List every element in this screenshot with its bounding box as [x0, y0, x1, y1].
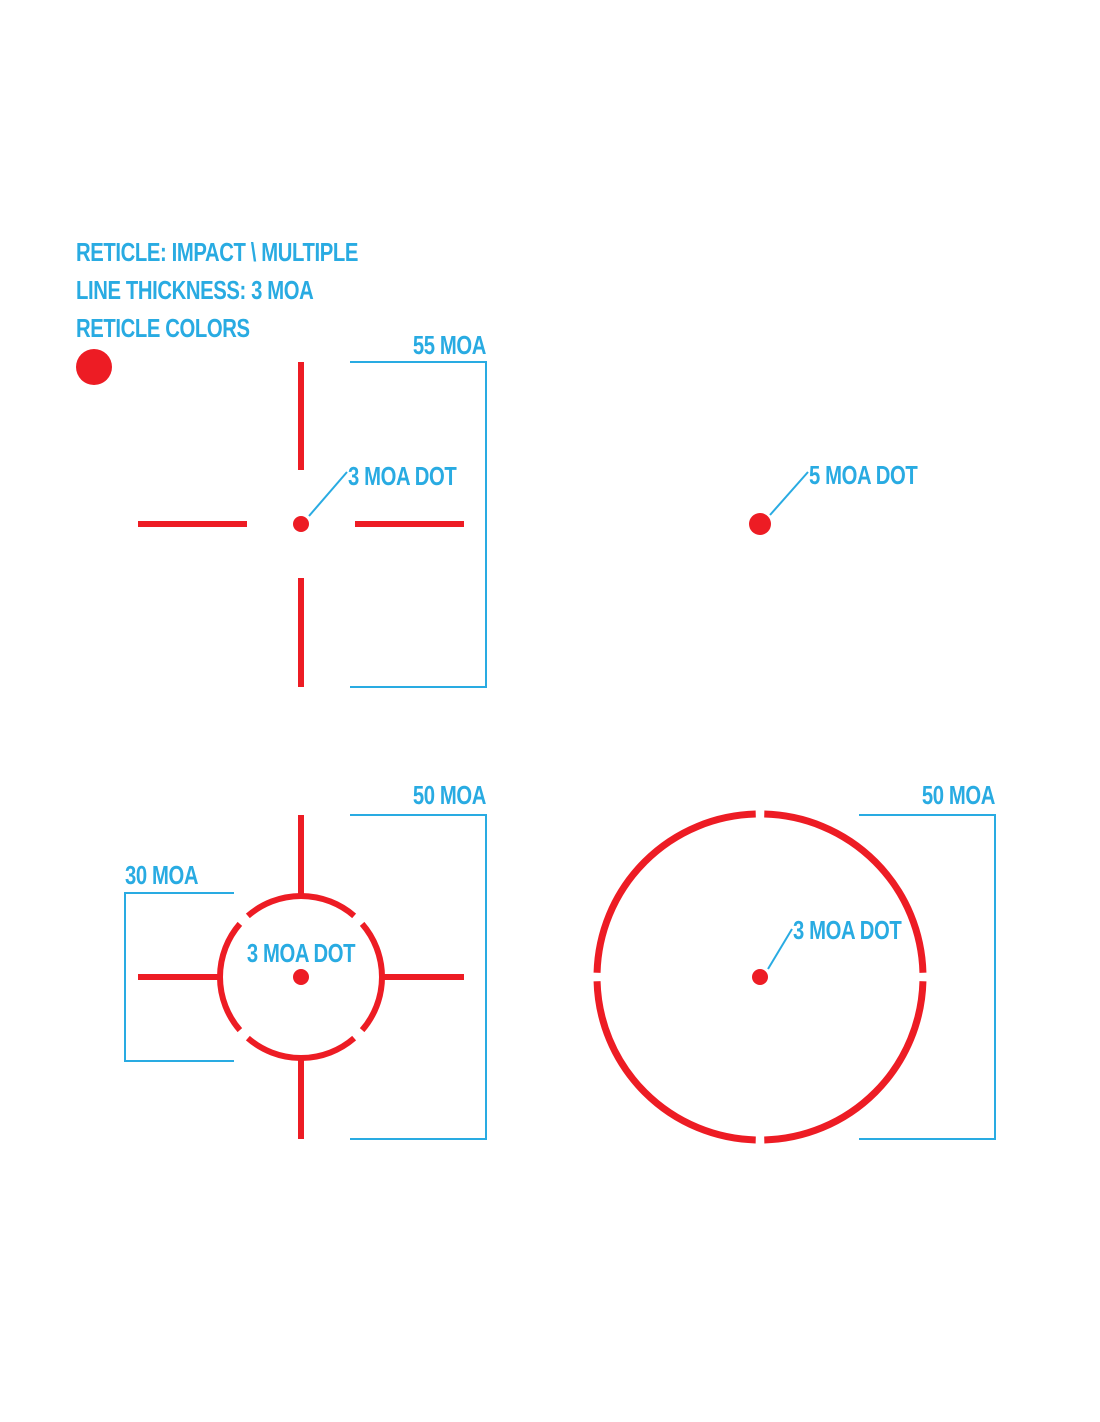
small-ring-arc: [245, 893, 357, 919]
reticle-colors-label: RETICLE COLORS: [76, 313, 250, 343]
crosshair-dot-leader: [308, 471, 348, 517]
circle-cross-center-dot: [293, 969, 309, 985]
circle-cross-outer-bracket: [350, 814, 487, 1140]
big-ring-arc: [764, 810, 927, 973]
big-ring-arc: [593, 810, 756, 973]
large-segmented-ring: [593, 810, 927, 1144]
big-ring-arc: [593, 981, 756, 1144]
crosshair-dot-label: 3 MOA DOT: [348, 462, 457, 491]
big-circle-center-dot: [752, 969, 768, 985]
dot-label: 5 MOA DOT: [809, 461, 918, 490]
big-circle-outer-label: 50 MOA: [922, 781, 996, 810]
circle-cross-outer-label: 50 MOA: [413, 781, 487, 810]
line-thickness-label: LINE THICKNESS: 3 MOA: [76, 275, 314, 305]
big-circle-dot-label: 3 MOA DOT: [793, 916, 902, 945]
red-color-swatch: [76, 349, 112, 385]
big-circle-dimension-bracket: [859, 814, 996, 1140]
small-segmented-ring: [217, 893, 385, 1061]
small-ring-arc: [217, 921, 243, 1033]
circle-cross-inner-bracket: [124, 892, 234, 1062]
circle-cross-dot-label: 3 MOA DOT: [247, 939, 356, 968]
large-center-dot: [749, 513, 771, 535]
circle-cross-reticle: 50 MOA 30 MOA 3 MOA DOT: [124, 781, 487, 1140]
small-ring-arc: [359, 921, 385, 1033]
circle-cross-inner-label: 30 MOA: [125, 861, 199, 890]
reticle-title: RETICLE: IMPACT \ MULTIPLE: [76, 237, 359, 267]
crosshair-dimension-bracket: [350, 361, 487, 688]
crosshair-outer-label: 55 MOA: [413, 331, 487, 360]
big-circle-reticle: 50 MOA 3 MOA DOT: [593, 781, 996, 1144]
dot-leader: [769, 471, 809, 516]
big-ring-arc: [764, 981, 927, 1144]
small-ring-arc: [245, 1035, 357, 1061]
crosshair-reticle: 55 MOA 3 MOA DOT: [138, 331, 487, 688]
crosshair-center-dot: [293, 516, 309, 532]
dot-reticle: 5 MOA DOT: [749, 461, 918, 535]
big-circle-dot-leader: [767, 928, 793, 970]
